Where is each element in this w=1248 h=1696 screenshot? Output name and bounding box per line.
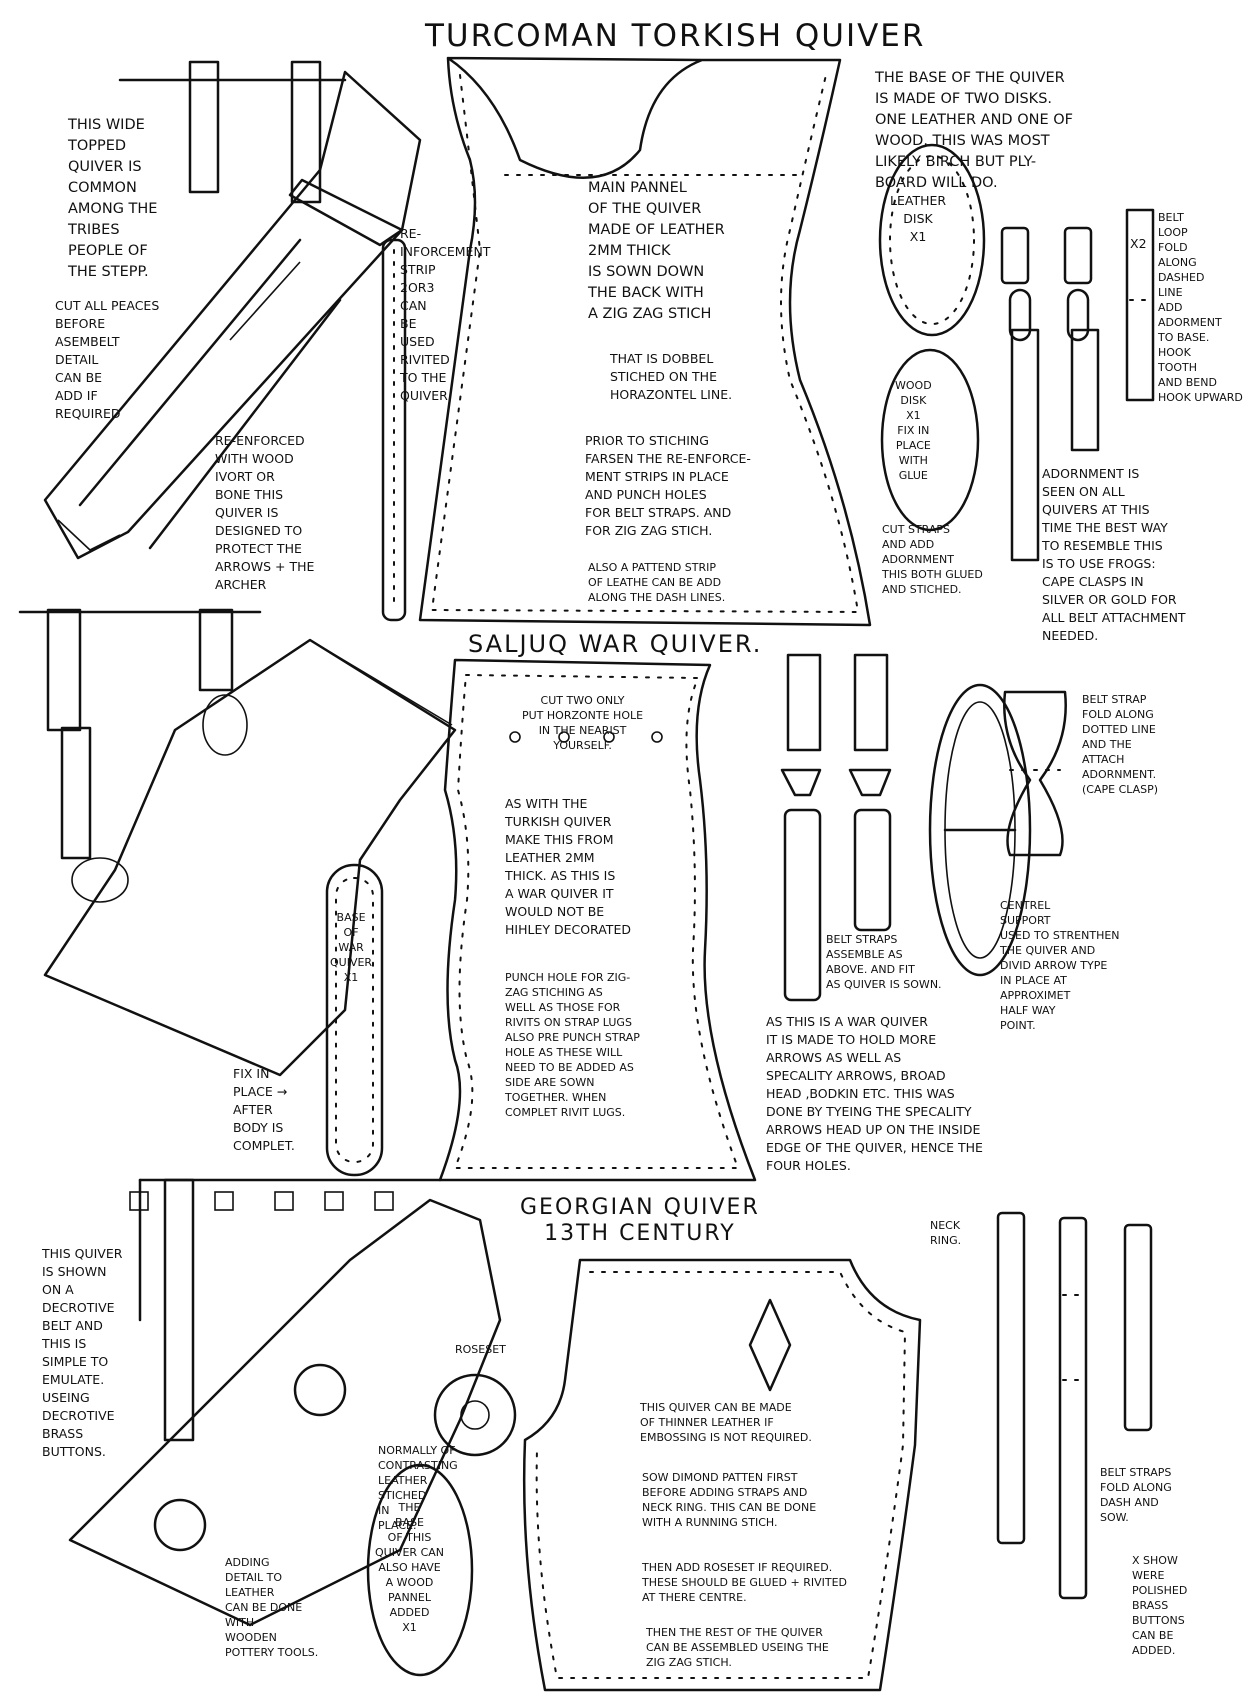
georgian-panel	[522, 1258, 922, 1692]
note-cut-two: CUT TWO ONLY PUT HORZONTE HOLE IN THE NE…	[522, 694, 644, 752]
note-central-support: CENTREL SUPPORT USED TO STRENTHEN THE QU…	[1000, 899, 1120, 1032]
note-belt-loop: BELT LOOP FOLD ALONG DASHED LINE ADD ADO…	[1158, 211, 1243, 404]
turcoman-main-panel	[418, 56, 872, 627]
note-x-show: X SHOW WERE POLISHED BRASS BUTTONS CAN B…	[1132, 1554, 1188, 1657]
note-pattern-strip: ALSO A PATTEND STRIP OF LEATHE CAN BE AD…	[588, 561, 726, 604]
note-war-quiver: AS THIS IS A WAR QUIVER IT IS MADE TO HO…	[766, 1014, 983, 1173]
note-base-of-war-quiver: BASE OF WAR QUIVER X1	[330, 911, 373, 984]
saljuq-panel	[438, 658, 757, 1182]
turcoman-quiver-sketch	[43, 60, 422, 622]
title-turcoman: TURCOMAN TORKISH QUIVER	[425, 18, 926, 54]
note-belt-straps-fold: BELT STRAPS FOLD ALONG DASH AND SOW.	[1100, 1466, 1172, 1524]
note-belt-straps-assemble: BELT STRAPS ASSEMBLE AS ABOVE. AND FIT A…	[826, 933, 942, 991]
note-reinforced-wood: RE-ENFORCED WITH WOOD IVORT OR BONE THIS…	[215, 433, 315, 592]
note-rest-of-quiver: THEN THE REST OF THE QUIVER CAN BE ASSEM…	[646, 1626, 829, 1669]
note-fix-in-place: FIX IN PLACE → AFTER BODY IS COMPLET.	[233, 1066, 295, 1153]
note-wide-topped: THIS WIDE TOPPED QUIVER IS COMMON AMONG …	[68, 117, 158, 280]
note-as-with: AS WITH THE TURKISH QUIVER MAKE THIS FRO…	[505, 796, 631, 937]
note-belt-strap-fold: BELT STRAP FOLD ALONG DOTTED LINE AND TH…	[1082, 693, 1159, 796]
note-cut-pieces: CUT ALL PEACES BEFORE ASEMBELT DETAIL CA…	[55, 298, 160, 421]
note-x2: X2	[1130, 236, 1147, 251]
note-adornment: ADORNMENT IS SEEN ON ALL QUIVERS AT THIS…	[1042, 466, 1186, 643]
note-leather-disk: LEATHER DISK X1	[890, 193, 947, 244]
note-reinforcement-strip: RE- INFORCEMENT STRIP 2OR3 CAN BE USED R…	[400, 226, 491, 403]
saljuq-quiver-sketch	[18, 608, 457, 1177]
note-zigzag: THAT IS DOBBEL STICHED ON THE HORAZONTEL…	[610, 351, 733, 402]
note-prior-to-stitching: PRIOR TO STICHING FARSEN THE RE-ENFORCE-…	[585, 433, 751, 538]
title-georgian: GEORGIAN QUIVER 13TH CENTURY	[520, 1195, 760, 1246]
note-add-roseset: THEN ADD ROSESET IF REQUIRED. THESE SHOU…	[642, 1561, 848, 1604]
turcoman-base-disks	[878, 143, 986, 532]
georgian-straps	[996, 1211, 1153, 1600]
note-adding-detail: ADDING DETAIL TO LEATHER CAN BE DONE WIT…	[225, 1556, 319, 1659]
title-saljuq: SALJUQ WAR QUIVER.	[468, 630, 763, 658]
turcoman-belt-loops	[1000, 208, 1155, 562]
note-sow-diamond: SOW DIMOND PATTEN FIRST BEFORE ADDING ST…	[642, 1471, 817, 1529]
note-base-of-quiver: THE BASE OF THE QUIVER IS MADE OF TWO DI…	[875, 70, 1073, 191]
note-neck-ring: NECK RING.	[930, 1219, 962, 1247]
note-decorative-belt: THIS QUIVER IS SHOWN ON A DECROTIVE BELT…	[42, 1246, 123, 1459]
note-cut-straps: CUT STRAPS AND ADD ADORNMENT THIS BOTH G…	[882, 523, 983, 596]
note-main-panel: MAIN PANNEL OF THE QUIVER MADE OF LEATHE…	[588, 180, 725, 322]
note-roseset: ROSESET	[455, 1343, 506, 1356]
saljuq-belt-straps	[780, 653, 1067, 1002]
georgian-quiver-sketch	[68, 1178, 517, 1677]
note-normally-contrasting: NORMALLY OF CONTRASTING LEATHER STICHED …	[378, 1444, 458, 1532]
note-wood-disk: WOOD DISK X1 FIX IN PLACE WITH GLUE	[895, 379, 932, 482]
note-punch-hole: PUNCH HOLE FOR ZIG- ZAG STICHING AS WELL…	[505, 971, 640, 1119]
note-base-of-this: THE BASE OF THIS QUIVER CAN ALSO HAVE A …	[375, 1501, 445, 1634]
saljuq-central-support	[928, 683, 1032, 977]
note-thinner-leather: THIS QUIVER CAN BE MADE OF THINNER LEATH…	[640, 1401, 812, 1444]
